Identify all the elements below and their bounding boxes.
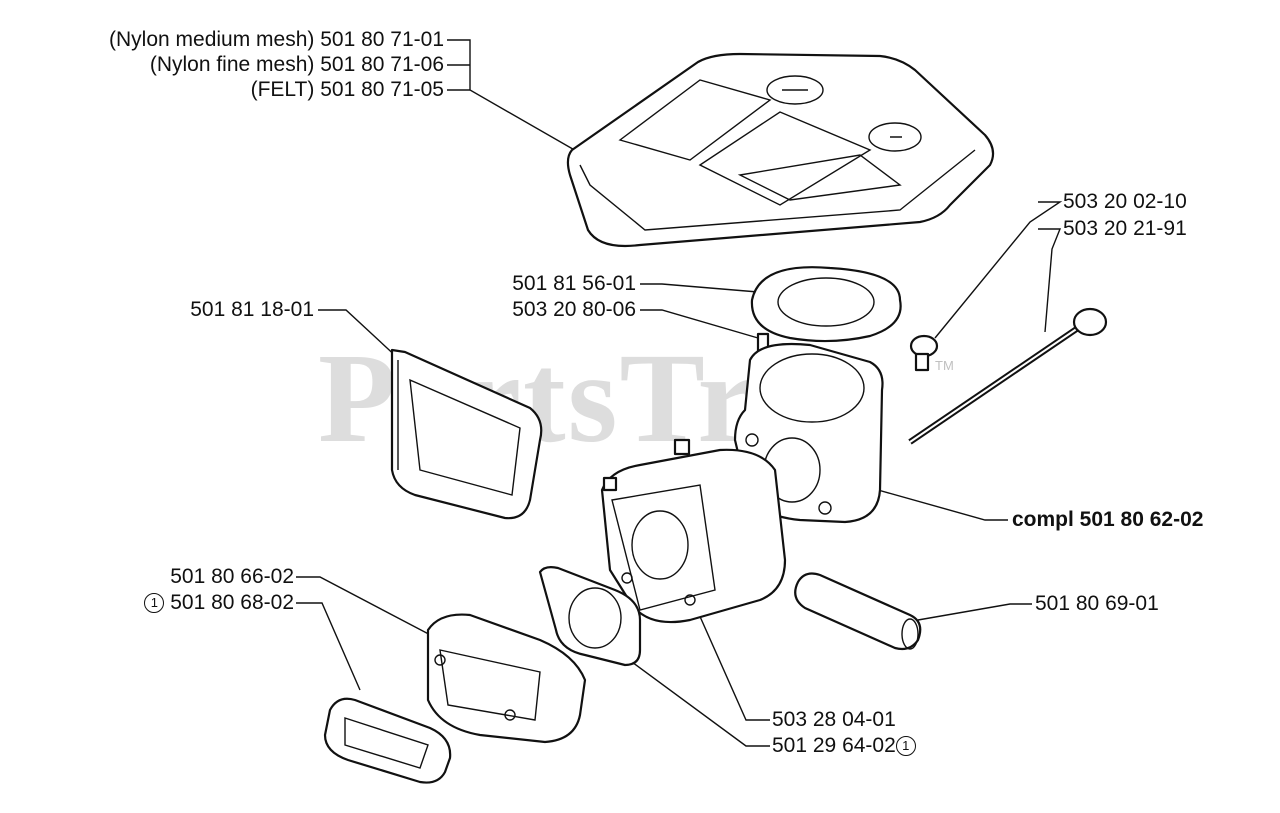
label-gasket-carb-number: 501 29 64-02 xyxy=(772,734,896,757)
label-intake-alt-number: 501 80 68-02 xyxy=(170,591,294,614)
bracket xyxy=(390,348,543,520)
leader-gasket-top xyxy=(640,283,759,293)
intake-gasket xyxy=(323,697,452,784)
label-intake-alt: 1 501 80 68-02 xyxy=(90,591,294,615)
carburetor-gasket xyxy=(538,566,642,667)
label-filter-nylon-fine: (Nylon fine mesh) 501 80 71-06 xyxy=(149,53,444,76)
leader-screw-short xyxy=(934,201,1063,339)
trademark-mark: TM xyxy=(935,358,954,373)
leader-air-filter xyxy=(447,39,579,153)
top-gasket xyxy=(750,266,902,343)
leader-bracket xyxy=(318,309,401,361)
leader-lines xyxy=(296,39,1063,747)
leader-stud xyxy=(640,309,759,339)
long-screw xyxy=(908,307,1108,445)
label-intake: 501 80 66-02 xyxy=(170,565,294,588)
footnote-marker: 1 xyxy=(895,736,916,756)
short-screw xyxy=(909,334,939,372)
label-carburetor: 503 28 04-01 xyxy=(772,708,896,731)
label-filter-felt: (FELT) 501 80 71-05 xyxy=(250,78,444,101)
label-tube: 501 80 69-01 xyxy=(1035,592,1159,615)
leader-gasket-carb xyxy=(631,661,770,747)
carburetor-body xyxy=(600,438,787,624)
intake-elbow xyxy=(426,613,587,744)
leader-assembly xyxy=(877,489,1008,521)
leader-screw-long xyxy=(1038,228,1062,333)
label-bracket: 501 81 18-01 xyxy=(190,298,314,321)
air-filter-cover xyxy=(566,52,995,248)
footnote-marker: 1 xyxy=(144,593,165,613)
leader-carburetor xyxy=(697,611,770,721)
leader-tube xyxy=(917,603,1032,621)
label-assembly: compl 501 80 62-02 xyxy=(1012,508,1204,531)
leader-intake xyxy=(296,576,441,641)
label-gasket-top: 501 81 56-01 xyxy=(512,272,636,295)
leader-intake-alt xyxy=(296,602,361,691)
label-filter-nylon-medium: (Nylon medium mesh) 501 80 71-01 xyxy=(109,28,444,51)
label-screw-short: 503 20 02-10 xyxy=(1063,190,1187,213)
label-stud: 503 20 80-06 xyxy=(512,298,636,321)
label-screw-long: 503 20 21-91 xyxy=(1063,217,1187,240)
intake-tube xyxy=(794,572,922,651)
